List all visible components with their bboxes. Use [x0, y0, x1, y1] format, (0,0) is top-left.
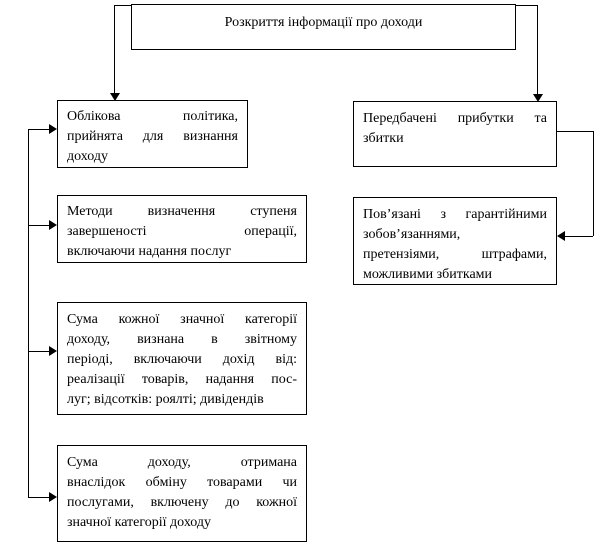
- branch-4-horizontal: [28, 497, 49, 498]
- box-income-category-amounts: Сума кожної значної категорії доходу, ви…: [57, 302, 307, 415]
- arrowhead-right-icon: [49, 220, 57, 230]
- box-text-line: реалізації товарів, надання пос-: [67, 372, 297, 387]
- box-text-line: Передбачені прибутки та: [363, 111, 547, 126]
- box-text-line: луг; відсотків: роялті; дивідендів: [67, 392, 264, 407]
- branch-1-horizontal: [28, 129, 49, 130]
- right-elbow-horizontal-bottom: [565, 236, 593, 237]
- connector-top-left-vertical: [114, 5, 115, 93]
- box-text-line: включаючи надання послуг: [67, 244, 232, 259]
- box-text-line: внаслідок обміну товарами чи: [67, 475, 297, 490]
- branch-2-horizontal: [28, 225, 49, 226]
- box-text-line: прийнята для визнання: [67, 129, 238, 144]
- box-completion-degree-methods: Методи визначення ступеня завершеності о…: [57, 195, 307, 263]
- box-text-line: Методи визначення ступеня: [67, 204, 297, 219]
- box-text-line: періоді, включаючи дохід від:: [67, 352, 297, 367]
- box-text-line: послугами, включену до кожної: [67, 495, 297, 510]
- right-elbow-horizontal-top: [557, 131, 593, 132]
- box-text-line: Сума кожної значної категорії: [67, 312, 297, 327]
- box-text-line: Сума доходу, отримана: [67, 455, 297, 470]
- arrowhead-left-icon: [557, 231, 565, 241]
- box-text-line: Облікова політика,: [67, 109, 238, 124]
- box-text-line: доходу: [67, 149, 108, 164]
- box-text-line: Пов’язані з гарантійними: [363, 207, 547, 222]
- connector-top-right-vertical: [537, 5, 538, 94]
- box-accounting-policy: Облікова політика, прийнята для визнання…: [57, 100, 248, 168]
- arrowhead-down-icon: [110, 93, 120, 101]
- right-elbow-vertical: [593, 131, 594, 236]
- branch-3-horizontal: [28, 351, 49, 352]
- box-exchange-income-amount: Сума доходу, отримана внаслідок обміну т…: [57, 445, 307, 542]
- box-warranty-related: Пов’язані з гарантійними зобов’язаннями,…: [353, 197, 557, 285]
- title-text: Розкриття інформації про доходи: [224, 15, 423, 30]
- box-text-line: претензіями, штрафами,: [363, 247, 547, 262]
- box-income-disclosure-title: Розкриття інформації про доходи: [131, 4, 516, 50]
- box-text-line: зобов’язаннями,: [363, 227, 461, 242]
- connector-top-right-horizontal: [516, 5, 537, 6]
- box-expected-profits-losses: Передбачені прибутки та збитки: [353, 101, 557, 167]
- arrowhead-right-icon: [49, 124, 57, 134]
- box-text-line: можливими збитками: [363, 267, 493, 282]
- connector-top-left-horizontal: [114, 5, 132, 6]
- arrowhead-down-icon: [533, 94, 543, 102]
- arrowhead-right-icon: [49, 492, 57, 502]
- box-text-line: доходу, визнана в звітному: [67, 332, 297, 347]
- arrowhead-right-icon: [49, 346, 57, 356]
- left-rail-vertical: [28, 129, 29, 497]
- box-text-line: збитки: [363, 131, 404, 146]
- box-text-line: значної категорії доходу: [67, 515, 212, 530]
- box-text-line: завершеності операції,: [67, 224, 297, 239]
